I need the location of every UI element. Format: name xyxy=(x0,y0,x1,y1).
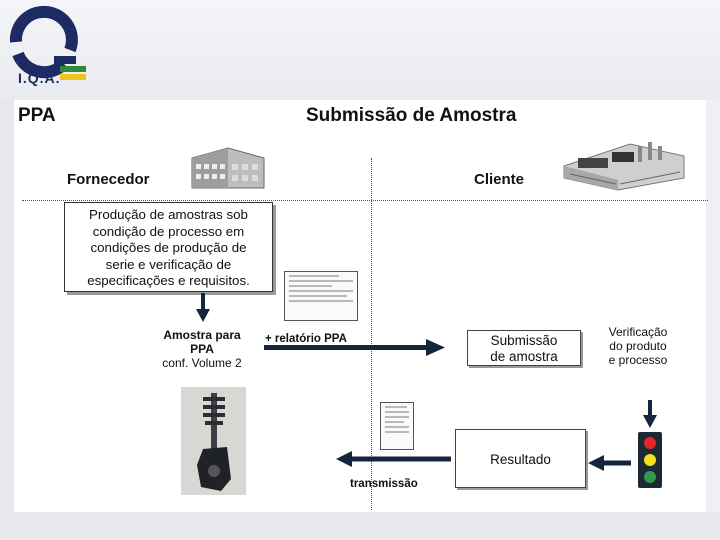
submission-line: Submissão xyxy=(490,333,558,348)
process-line: especificações e requisitos. xyxy=(87,273,250,289)
supplier-label: Fornecedor xyxy=(67,171,150,188)
horizontal-divider xyxy=(22,200,708,201)
right-arrow-icon xyxy=(264,339,445,356)
logo-text: I.Q.A. xyxy=(18,70,61,86)
left-arrow-icon xyxy=(588,455,631,471)
process-line: Produção de amostras sob xyxy=(89,207,248,222)
down-arrow-icon xyxy=(643,400,657,428)
sample-title-ppa: PPA xyxy=(190,342,214,356)
factory-icon xyxy=(563,142,685,191)
document-icon xyxy=(380,402,414,450)
process-line: condições de produção de xyxy=(90,240,247,256)
iqa-logo-icon xyxy=(9,5,86,80)
building-icon xyxy=(191,147,265,189)
result-box: Resultado xyxy=(455,429,586,488)
submission-line: de amostra xyxy=(490,349,558,364)
down-arrow-icon xyxy=(196,293,210,322)
vertical-divider xyxy=(371,158,372,510)
process-line: condição de processo em xyxy=(92,223,245,239)
transmission-label: transmissão xyxy=(350,478,418,490)
left-arrow-icon xyxy=(336,451,451,467)
verification-line: e processo xyxy=(608,353,668,367)
sample-label: Amostra para PPA conf. Volume 2 xyxy=(132,328,272,370)
page-title: Submissão de Amostra xyxy=(306,105,517,126)
section-label: PPA xyxy=(18,105,56,126)
verification-label: Verificação do produto e processo xyxy=(600,325,676,367)
process-line: serie e verificação de xyxy=(105,256,232,272)
traffic-light-icon xyxy=(638,432,662,488)
header-band xyxy=(0,0,720,100)
report-label: + relatório PPA xyxy=(265,333,347,345)
part-photo xyxy=(181,387,246,495)
right-band xyxy=(706,100,720,540)
production-process-box: Produção de amostras sob condição de pro… xyxy=(64,202,273,292)
sample-volume: conf. Volume 2 xyxy=(162,356,242,370)
customer-label: Cliente xyxy=(474,171,525,188)
verification-line: do produto xyxy=(609,339,667,353)
left-band xyxy=(0,100,14,540)
sample-title: Amostra para xyxy=(163,328,241,342)
bottom-band xyxy=(0,512,720,540)
submission-box: Submissão de amostra xyxy=(467,330,581,366)
verification-line: Verificação xyxy=(608,325,668,339)
document-icon xyxy=(284,271,358,321)
